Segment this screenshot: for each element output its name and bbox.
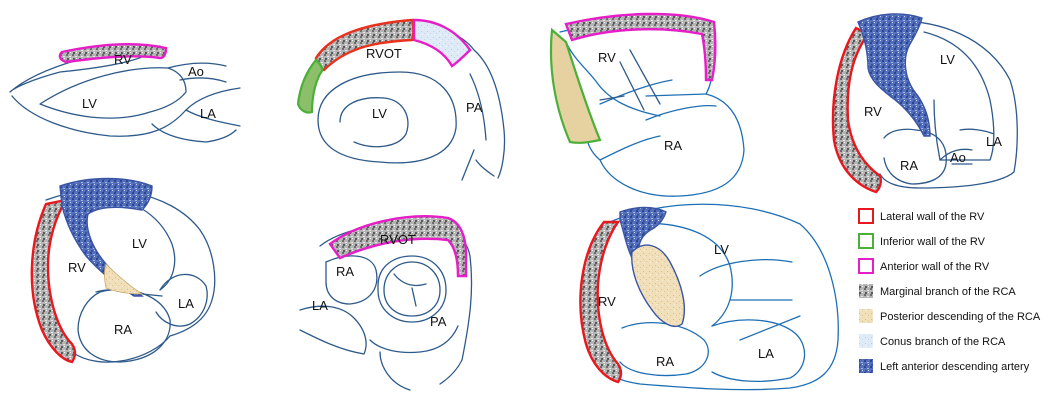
legend-item-marginal: Marginal branch of the RCA bbox=[859, 284, 1016, 298]
legend-item-lateral: Lateral wall of the RV bbox=[859, 209, 985, 223]
legend: Lateral wall of the RV Inferior wall of … bbox=[859, 209, 1041, 373]
label-lv: LV bbox=[714, 242, 729, 257]
label-ao: Ao bbox=[950, 150, 966, 165]
label-la: LA bbox=[758, 346, 774, 361]
view-rvot-long: RVOT LV PA bbox=[298, 20, 505, 180]
legend-label: Conus branch of the RCA bbox=[880, 336, 1006, 348]
label-ra: RA bbox=[900, 158, 918, 173]
label-lv: LV bbox=[372, 106, 387, 121]
red-outline-square-icon bbox=[859, 209, 873, 223]
anterior-wall-segment bbox=[60, 44, 166, 62]
legend-label: Lateral wall of the RV bbox=[880, 211, 985, 223]
view-subcostal-four-chamber: LV RV RA LA bbox=[580, 204, 838, 389]
lightblue-speckle-square-icon bbox=[859, 334, 873, 348]
label-ra: RA bbox=[656, 354, 674, 369]
green-outline-square-icon bbox=[859, 234, 873, 248]
label-la: LA bbox=[986, 134, 1002, 149]
label-rv: RV bbox=[864, 104, 882, 119]
label-ra: RA bbox=[336, 264, 354, 279]
label-pa: PA bbox=[430, 314, 447, 329]
label-lv: LV bbox=[82, 96, 97, 111]
label-lv: LV bbox=[940, 52, 955, 67]
legend-item-inferior: Inferior wall of the RV bbox=[859, 234, 986, 248]
legend-label: Anterior wall of the RV bbox=[880, 261, 990, 273]
legend-label: Left anterior descending artery bbox=[880, 361, 1030, 373]
label-rv: RV bbox=[598, 294, 616, 309]
label-la: LA bbox=[200, 106, 216, 121]
label-rv: RV bbox=[598, 50, 616, 65]
gray-speckle-square-icon bbox=[859, 284, 873, 298]
inferior-wall-segment bbox=[551, 30, 600, 143]
view-parasternal-long-axis: RV Ao LV LA bbox=[10, 44, 240, 142]
label-la: LA bbox=[178, 296, 194, 311]
conus-segment bbox=[414, 20, 470, 66]
view-short-axis-aortic: RVOT RA LA PA bbox=[300, 216, 472, 390]
inferior-wall-segment bbox=[298, 60, 322, 113]
label-lv: LV bbox=[132, 236, 147, 251]
view-rv-inflow: RV RA bbox=[551, 14, 744, 196]
label-rvot: RVOT bbox=[366, 46, 402, 61]
legend-label: Inferior wall of the RV bbox=[880, 236, 986, 248]
legend-label: Posterior descending of the RCA bbox=[880, 311, 1041, 323]
label-la: LA bbox=[312, 298, 328, 313]
legend-label: Marginal branch of the RCA bbox=[880, 286, 1016, 298]
pda-segment bbox=[105, 264, 143, 294]
legend-item-conus: Conus branch of the RCA bbox=[859, 334, 1006, 348]
label-rvot: RVOT bbox=[380, 232, 416, 247]
label-rv: RV bbox=[68, 260, 86, 275]
blue-speckle-square-icon bbox=[859, 359, 873, 373]
view-apical-five-chamber: LV RV RA Ao LA bbox=[833, 14, 1017, 192]
label-ra: RA bbox=[664, 138, 682, 153]
label-ra: RA bbox=[114, 322, 132, 337]
label-pa: PA bbox=[466, 100, 483, 115]
legend-item-anterior: Anterior wall of the RV bbox=[859, 259, 990, 273]
pda-segment bbox=[632, 245, 685, 326]
legend-item-lad: Left anterior descending artery bbox=[859, 359, 1030, 373]
lateral-wall-segment bbox=[316, 20, 414, 70]
tan-speckle-square-icon bbox=[859, 309, 873, 323]
legend-item-pda: Posterior descending of the RCA bbox=[859, 309, 1041, 323]
magenta-outline-square-icon bbox=[859, 259, 873, 273]
label-ao: Ao bbox=[188, 64, 204, 79]
view-apical-four-chamber: LV RV RA LA bbox=[32, 179, 215, 363]
label-rv: RV bbox=[114, 52, 132, 67]
